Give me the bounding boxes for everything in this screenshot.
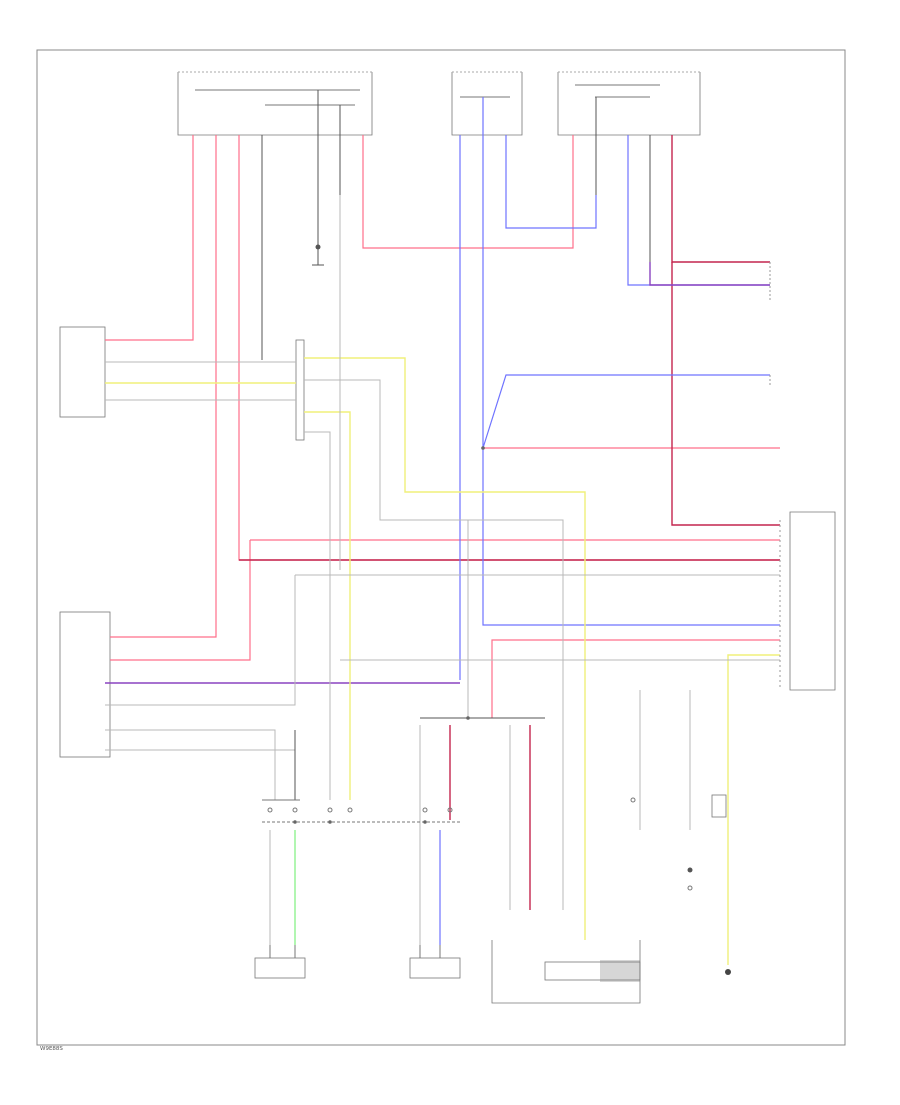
top-left-connector — [177, 71, 373, 136]
top-pin-stubs — [192, 90, 673, 195]
ground-symbol-top — [312, 195, 324, 266]
red-wires — [105, 195, 780, 718]
dark-red-wires — [239, 195, 780, 910]
switch-right — [422, 807, 453, 813]
junction-dots — [293, 446, 485, 824]
yellow-wires — [105, 357, 780, 965]
relay-component — [630, 797, 693, 891]
left-module-lower — [59, 611, 111, 758]
top-right-connector — [557, 71, 701, 136]
left-module-upper — [59, 326, 106, 418]
black-wires — [261, 195, 651, 800]
sensor-bottom-middle — [409, 945, 461, 979]
diode-component — [711, 794, 727, 818]
top-middle-connector — [451, 71, 523, 136]
bottom-controller — [491, 940, 641, 1004]
blue-wires — [439, 195, 780, 945]
switch-left — [262, 799, 462, 823]
gray-wires — [105, 195, 780, 945]
right-module — [789, 511, 836, 691]
ground-symbol-bottom — [725, 969, 731, 975]
switch-middle — [327, 807, 353, 813]
splice-block — [295, 339, 305, 441]
right-module-pins — [769, 262, 781, 690]
footer-code: W9E88S — [40, 1046, 63, 1052]
sensor-bottom-left — [254, 945, 306, 979]
purple-wires — [105, 262, 770, 684]
diagram-frame — [36, 49, 846, 1046]
